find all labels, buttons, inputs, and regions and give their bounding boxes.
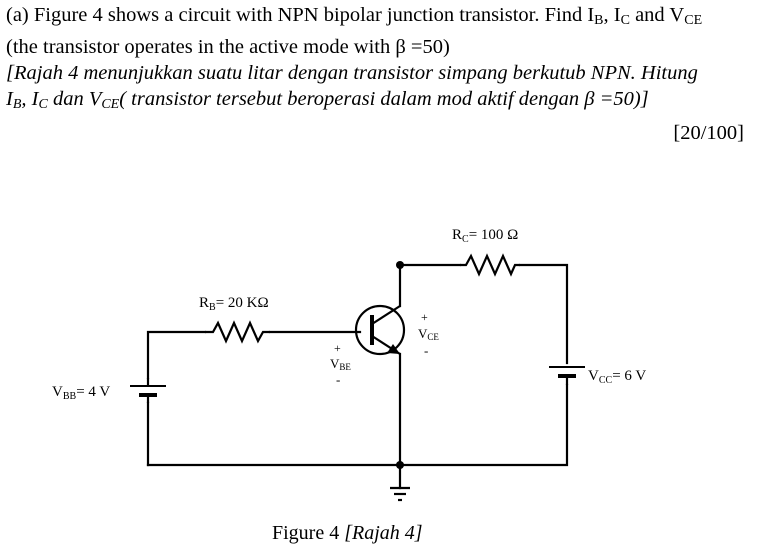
vbe-label: VBE xyxy=(330,356,351,372)
rb-label: RB= 20 KΩ xyxy=(199,295,269,313)
npn-transistor xyxy=(354,304,406,356)
q1-ic-sub: C xyxy=(620,13,630,28)
q1-mid2: and V xyxy=(629,4,685,26)
q1-prefix: (a) Figure 4 shows a circuit with NPN bi… xyxy=(6,4,595,26)
vce-plus: + xyxy=(421,310,428,324)
question-line-2: (the transistor operates in the active m… xyxy=(6,36,450,58)
q4-vce-sub: CE xyxy=(101,97,120,112)
vbb-label: VBB= 4 V xyxy=(52,384,110,402)
q1-vce-sub: CE xyxy=(684,13,703,28)
wire-bottom xyxy=(146,383,569,467)
question-line-1: (a) Figure 4 shows a circuit with NPN bi… xyxy=(6,2,770,34)
q1-mid1: , I xyxy=(603,4,621,26)
vcc-battery xyxy=(549,366,585,385)
question-line-3: [Rajah 4 menunjukkan suatu litar dengan … xyxy=(6,62,698,84)
figure-caption: Figure 4 [Rajah 4] xyxy=(272,522,423,545)
rc-resistor xyxy=(460,253,520,277)
junction-dot-ground xyxy=(396,461,404,469)
wire-left-top xyxy=(146,330,207,380)
vce-label: VCE xyxy=(418,326,439,342)
q4-suffix: ( transistor tersebut beroperasi dalam m… xyxy=(119,88,649,110)
ground-symbol xyxy=(390,486,410,502)
junction-dot-collector xyxy=(396,261,404,269)
rc-label: RC= 100 Ω xyxy=(452,227,518,245)
q4-ib-sub: B xyxy=(12,97,22,112)
question-line-4: IB, IC dan VCE( transistor tersebut bero… xyxy=(6,86,770,118)
q4-prefix: I xyxy=(6,88,13,110)
q1-ib-sub: B xyxy=(594,13,604,28)
wire-top-right xyxy=(398,263,462,308)
wire-rc-to-vcc xyxy=(518,263,569,365)
question-text: (a) Figure 4 shows a circuit with NPN bi… xyxy=(6,2,770,118)
vcc-label: VCC= 6 V xyxy=(588,368,646,386)
caption-italic: [Rajah 4] xyxy=(344,522,423,544)
rb-resistor xyxy=(205,320,270,344)
vce-minus: - xyxy=(424,343,428,358)
vbb-battery xyxy=(130,378,166,403)
caption-main: Figure 4 xyxy=(272,522,345,544)
q4-ic-sub: C xyxy=(38,97,48,112)
marks-label: [20/100] xyxy=(673,122,744,144)
vbe-plus: + xyxy=(334,341,341,355)
q4-mid1: , I xyxy=(21,88,39,110)
vbe-minus: - xyxy=(336,372,340,387)
q4-mid2: dan V xyxy=(47,88,102,110)
